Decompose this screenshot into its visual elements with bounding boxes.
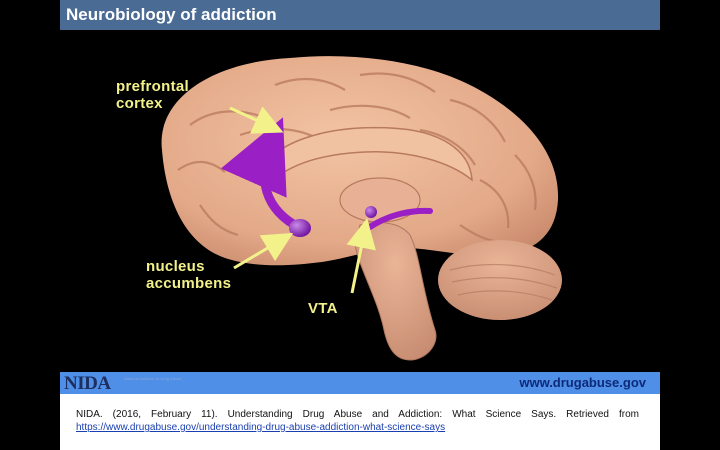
slide-title: Neurobiology of addiction — [66, 5, 277, 24]
brain-figure: prefrontal cortex nucleus accumbens VTA — [60, 30, 660, 372]
citation-box: NIDA. (2016, February 11). Understanding… — [60, 394, 660, 450]
label-nucleus-line2: accumbens — [146, 275, 232, 292]
label-nucleus-line1: nucleus — [146, 258, 205, 275]
corpus-callosum — [254, 126, 473, 190]
label-nucleus-accumbens: nucleus accumbens — [146, 258, 231, 292]
nida-logo: NIDA — [64, 373, 111, 394]
citation-link[interactable]: https://www.drugabuse.gov/understanding-… — [76, 422, 446, 433]
label-prefrontal-cortex: prefrontal cortex — [116, 78, 189, 112]
cerebellum — [438, 240, 562, 320]
label-vta: VTA — [308, 300, 338, 317]
vta-node — [365, 206, 377, 218]
brain-illustration — [161, 56, 562, 361]
na-label-arrow — [233, 232, 294, 270]
brainstem — [354, 222, 437, 361]
thalamus — [339, 177, 421, 223]
vta-label-arrow — [346, 218, 376, 294]
pathway-na-to-pfc — [220, 117, 305, 233]
citation-paragraph: NIDA. (2016, February 11). Understanding… — [76, 408, 639, 434]
nucleus-accumbens-node — [289, 219, 311, 237]
website-url[interactable]: www.drugabuse.gov — [519, 375, 646, 390]
label-prefrontal-line1: prefrontal — [116, 78, 190, 95]
nida-logo-subtext: National Institute on Drug Abuse — [124, 376, 182, 381]
pfc-label-arrow — [229, 106, 284, 134]
footer-band: NIDA National Institute on Drug Abuse ww… — [60, 372, 660, 394]
citation-text: NIDA. (2016, February 11). Understanding… — [76, 409, 639, 420]
slide: Neurobiology of addiction — [60, 0, 660, 450]
title-bar: Neurobiology of addiction — [60, 0, 660, 30]
label-prefrontal-line2: cortex — [116, 95, 163, 112]
